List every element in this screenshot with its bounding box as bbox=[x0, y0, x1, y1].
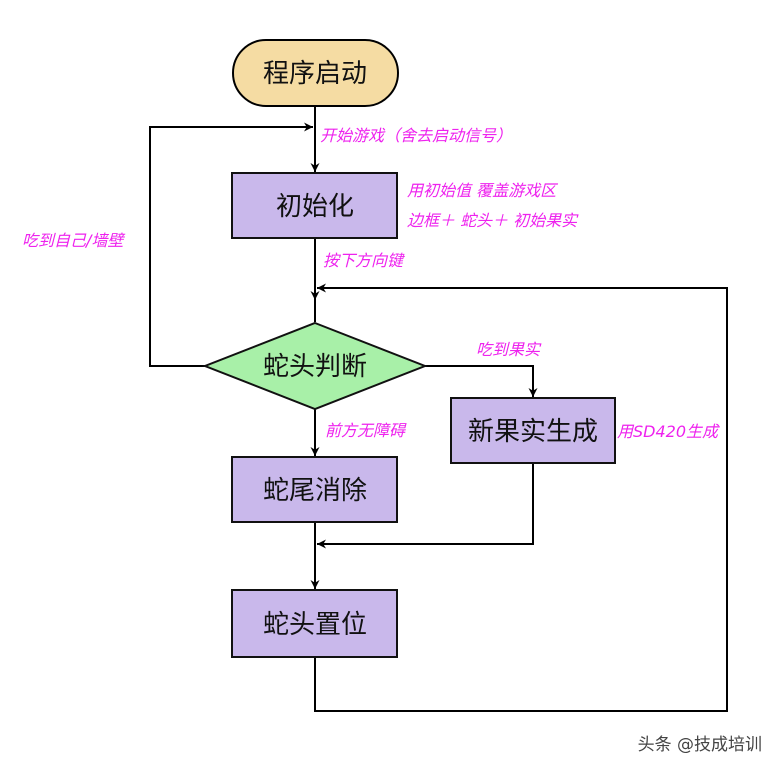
label-hit-self-wall: 吃到自己/墙壁 bbox=[22, 231, 125, 250]
node-head-place-label: 蛇头置位 bbox=[263, 610, 367, 640]
label-no-obstacle: 前方无障碍 bbox=[325, 421, 407, 440]
node-tail-remove-label: 蛇尾消除 bbox=[263, 476, 367, 506]
label-start-game: 开始游戏（舍去启动信号） bbox=[320, 126, 512, 145]
label-fruit-note: 用SD420生成 bbox=[617, 422, 720, 441]
edge-loop-self-wall bbox=[149, 122, 313, 367]
node-decision: 蛇头判断 bbox=[202, 321, 428, 411]
edge-loop-back bbox=[314, 283, 728, 712]
edge-decision-fruit bbox=[425, 365, 538, 397]
label-init-note-1: 用初始值 覆盖游戏区 bbox=[407, 181, 558, 200]
node-start-label: 程序启动 bbox=[263, 59, 367, 89]
watermark: 头条 @技成培训 bbox=[638, 735, 762, 755]
node-new-fruit-label: 新果实生成 bbox=[468, 417, 598, 447]
node-init: 初始化 bbox=[231, 172, 398, 239]
node-head-place: 蛇头置位 bbox=[231, 589, 398, 658]
label-eat-fruit: 吃到果实 bbox=[476, 340, 542, 359]
node-new-fruit: 新果实生成 bbox=[450, 397, 616, 464]
node-init-label: 初始化 bbox=[276, 192, 354, 222]
label-press-direction: 按下方向键 bbox=[323, 251, 405, 270]
node-tail-remove: 蛇尾消除 bbox=[231, 456, 398, 523]
label-init-note-2: 边框＋ 蛇头＋ 初始果实 bbox=[407, 211, 579, 230]
edge-fruit-merge bbox=[317, 463, 534, 549]
node-start: 程序启动 bbox=[232, 39, 399, 107]
node-decision-label: 蛇头判断 bbox=[263, 352, 367, 382]
